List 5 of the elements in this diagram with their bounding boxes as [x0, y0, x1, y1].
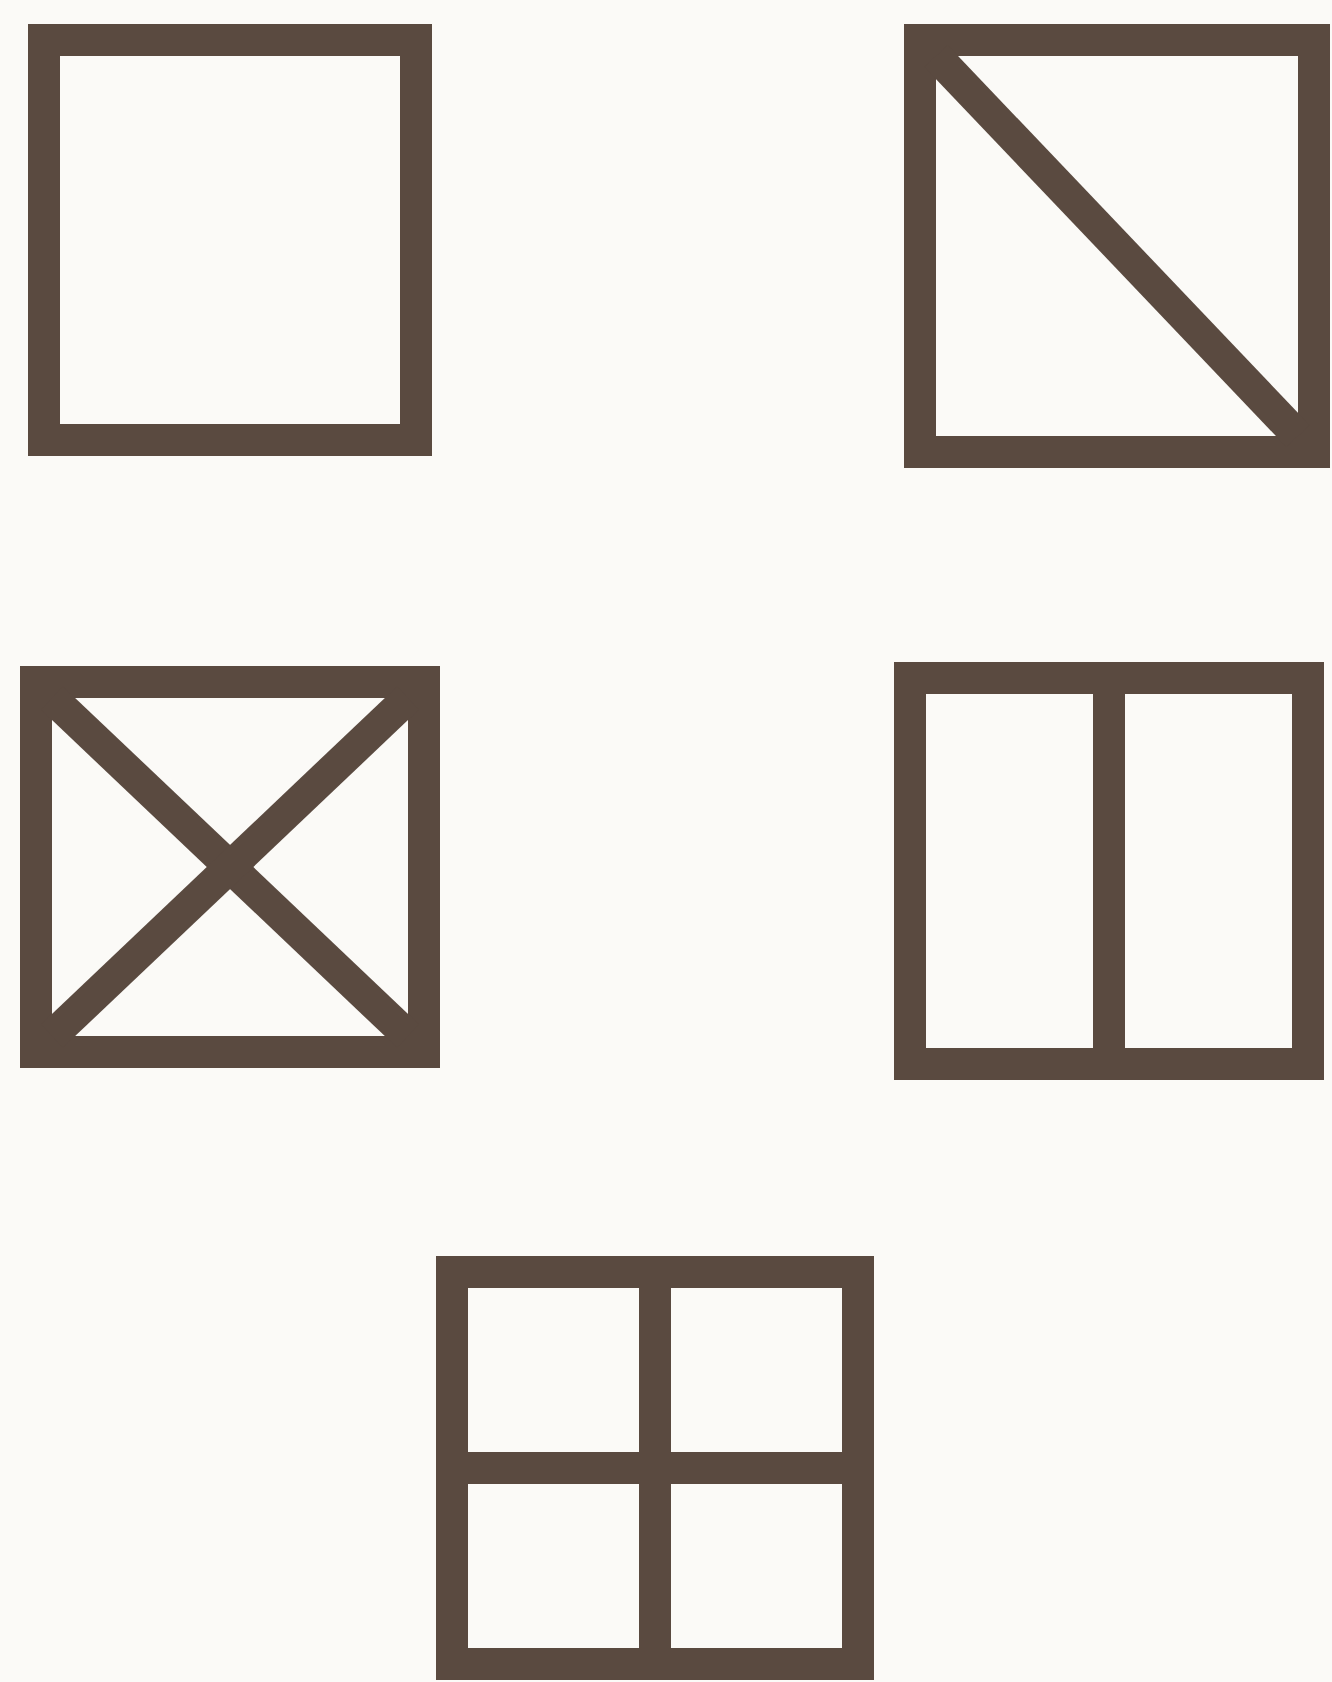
- empty-square-drawing: [28, 24, 432, 456]
- crossed-square-drawing: [20, 666, 440, 1068]
- quartered-square-drawing: [436, 1256, 874, 1680]
- diagonal-square-drawing: [904, 24, 1330, 468]
- split-square-drawing: [894, 662, 1324, 1080]
